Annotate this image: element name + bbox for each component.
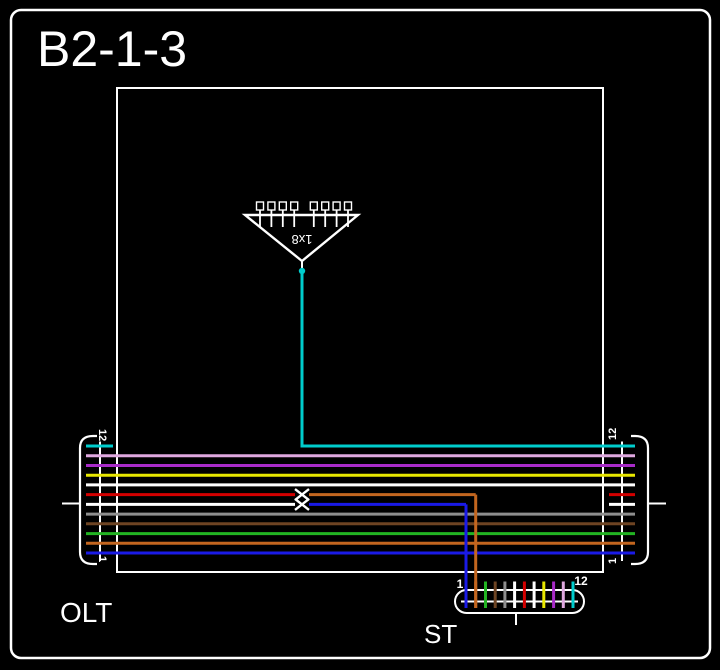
splitter-port-8-icon [343,201,353,211]
left-connector-bottom-label: 1 [96,556,108,562]
right-connector-bracket [631,434,650,566]
right-connector-bottom-label: 1 [607,558,619,564]
splitter-port-4-icon [290,201,299,211]
fiber-lines [86,274,635,608]
splitter-port-5-icon [309,201,318,211]
st-connector-left-label: 1 [457,577,464,591]
st-connector-stubs [464,581,575,608]
st-label: ST [424,619,457,649]
right-connector: 12 1 [607,428,666,566]
left-connector-bracket [78,434,97,566]
splice-x-icon [294,488,310,502]
splitter-label: 1x8 [292,232,313,247]
splitter-port-6-icon [321,201,330,211]
olt-label: OLT [60,597,112,628]
st-connector: 1 12 [454,574,588,625]
splitter: 1x8 [241,201,362,275]
splitter-input-dot [298,267,306,275]
page-title: B2-1-3 [37,21,187,77]
splitter-port-2-icon [267,201,276,211]
splitter-port-3-icon [278,201,287,211]
splitter-feed-line [300,274,635,448]
outer-border [9,8,712,660]
st-connector-body [454,589,585,614]
splitter-port-1-icon [255,201,265,211]
splice-x-icon [294,497,310,511]
splice-marks [294,488,310,511]
left-connector-top-label: 12 [96,429,108,441]
st-connector-right-label: 12 [574,574,588,588]
enclosure-box [116,87,604,573]
splitter-ports [255,201,353,227]
splitter-triangle [241,213,362,263]
splitter-port-7-icon [332,201,341,211]
right-connector-top-label: 12 [607,428,619,440]
left-connector: 12 1 [62,429,108,566]
